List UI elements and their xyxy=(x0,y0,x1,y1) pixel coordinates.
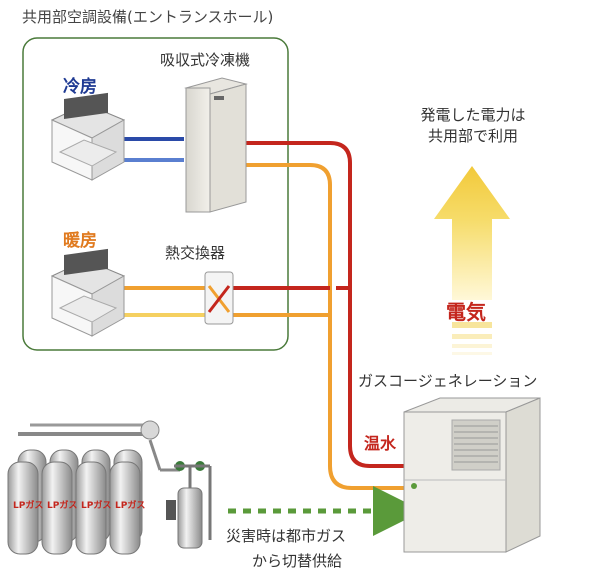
absorption-chiller-label: 吸収式冷凍機 xyxy=(160,51,251,69)
cylinder-label: LPガス xyxy=(13,501,44,511)
gas-switching-valve xyxy=(166,461,212,549)
diagram-title: 共用部空調設備(エントランスホール) xyxy=(22,8,274,26)
indoor-frame xyxy=(22,37,289,351)
hot-water-pipe-red xyxy=(238,141,404,468)
power-note-line2: 共用部で利用 xyxy=(427,127,518,145)
lp-gas-cylinders xyxy=(7,420,180,555)
heating-cassette-unit xyxy=(50,248,126,337)
cylinder-label: LPガス xyxy=(115,501,146,511)
heat-exchanger xyxy=(204,271,234,325)
power-note-line1: 発電した電力は xyxy=(420,106,526,124)
heating-label: 暖房 xyxy=(63,231,97,251)
cylinder-label: LPガス xyxy=(81,501,112,511)
heating-pipes xyxy=(122,286,350,317)
cooling-cassette-unit xyxy=(50,92,126,181)
hot-water-label: 温水 xyxy=(364,434,397,453)
electricity-arrow xyxy=(434,166,510,355)
disaster-note-line2: から切替供給 xyxy=(252,552,343,570)
cooling-pipes xyxy=(122,137,184,162)
disaster-note-line1: 災害時は都市ガス xyxy=(226,527,347,545)
heat-exchanger-label: 熱交換器 xyxy=(165,244,226,262)
electricity-label: 電気 xyxy=(446,300,486,324)
cogeneration-unit xyxy=(403,397,541,553)
cylinder-label: LPガス xyxy=(47,501,78,511)
cooling-label: 冷房 xyxy=(63,77,97,97)
hot-water-pipe-orange xyxy=(238,163,404,490)
cogeneration-label: ガスコージェネレーション xyxy=(358,372,538,390)
absorption-chiller xyxy=(184,77,248,213)
